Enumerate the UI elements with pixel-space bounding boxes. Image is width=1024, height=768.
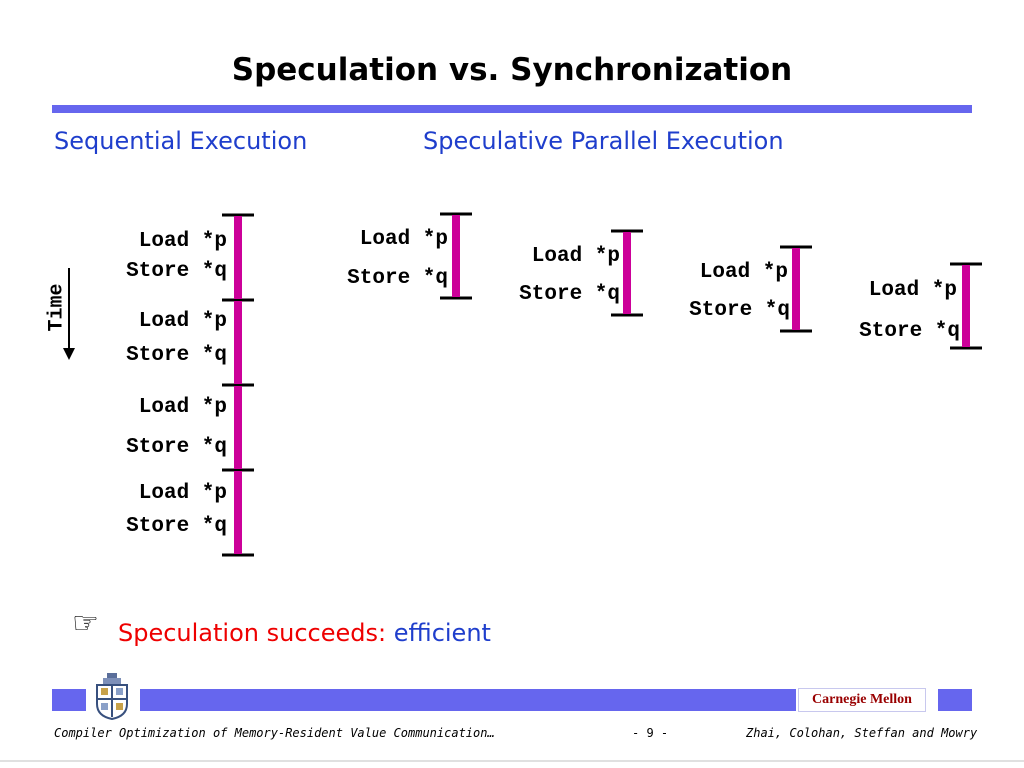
parallel-epoch-1-bar xyxy=(440,212,472,300)
time-arrow xyxy=(63,268,75,360)
par-epoch-1-store: Store *q xyxy=(347,267,448,290)
page-number: - 9 - xyxy=(632,726,669,740)
bullet-emphasis: efficient xyxy=(393,619,491,647)
sequential-heading: Sequential Execution xyxy=(54,127,308,155)
institution-label: Carnegie Mellon xyxy=(798,688,926,712)
par-epoch-4-store: Store *q xyxy=(859,320,960,343)
footer-bar-right xyxy=(938,689,972,711)
parallel-epoch-4: Load *p Store *q xyxy=(830,262,990,352)
university-crest-icon xyxy=(96,673,128,720)
par-epoch-3-load: Load *p xyxy=(699,261,788,284)
sequential-epoch-bars xyxy=(222,213,254,557)
par-epoch-4-load: Load *p xyxy=(868,279,957,302)
parallel-heading: Speculative Parallel Execution xyxy=(423,127,784,155)
footer-title: Compiler Optimization of Memory-Resident… xyxy=(54,726,495,740)
seq-epoch-2-load: Load *p xyxy=(138,310,227,333)
parallel-epoch-3: Load *p Store *q xyxy=(660,245,820,335)
seq-epoch-3-store: Store *q xyxy=(126,436,227,459)
bullet-prefix: Speculation succeeds: xyxy=(118,619,387,647)
parallel-epoch-2-bar xyxy=(611,229,643,317)
seq-epoch-4-store: Store *q xyxy=(126,515,227,538)
footer-bar-middle xyxy=(140,689,796,711)
bullet-text: Speculation succeeds: efficient xyxy=(118,619,491,647)
seq-epoch-3-load: Load *p xyxy=(138,396,227,419)
footer-authors: Zhai, Colohan, Steffan and Mowry xyxy=(746,726,978,740)
seq-epoch-4-load: Load *p xyxy=(138,482,227,505)
parallel-epoch-3-bar xyxy=(780,245,812,333)
slide-title: Speculation vs. Synchronization xyxy=(231,52,793,88)
seq-epoch-2-store: Store *q xyxy=(126,344,227,367)
parallel-epoch-2: Load *p Store *q xyxy=(492,229,643,319)
par-epoch-3-store: Store *q xyxy=(689,299,790,322)
seq-epoch-1-load: Load *p xyxy=(138,230,227,253)
title-rule xyxy=(52,105,972,113)
par-epoch-2-load: Load *p xyxy=(531,245,620,268)
pointing-hand-icon: ☞ xyxy=(72,606,99,641)
parallel-epoch-1: Load *p Store *q xyxy=(322,212,472,302)
seq-epoch-1-store: Store *q xyxy=(126,260,227,283)
sequential-column: Load *p Store *q Load *p Store *q Load *… xyxy=(60,212,280,562)
footer-bar-left xyxy=(52,689,86,711)
par-epoch-2-store: Store *q xyxy=(519,283,620,306)
parallel-epoch-4-bar xyxy=(950,262,982,350)
par-epoch-1-load: Load *p xyxy=(359,228,448,251)
bottom-divider xyxy=(0,760,1024,762)
